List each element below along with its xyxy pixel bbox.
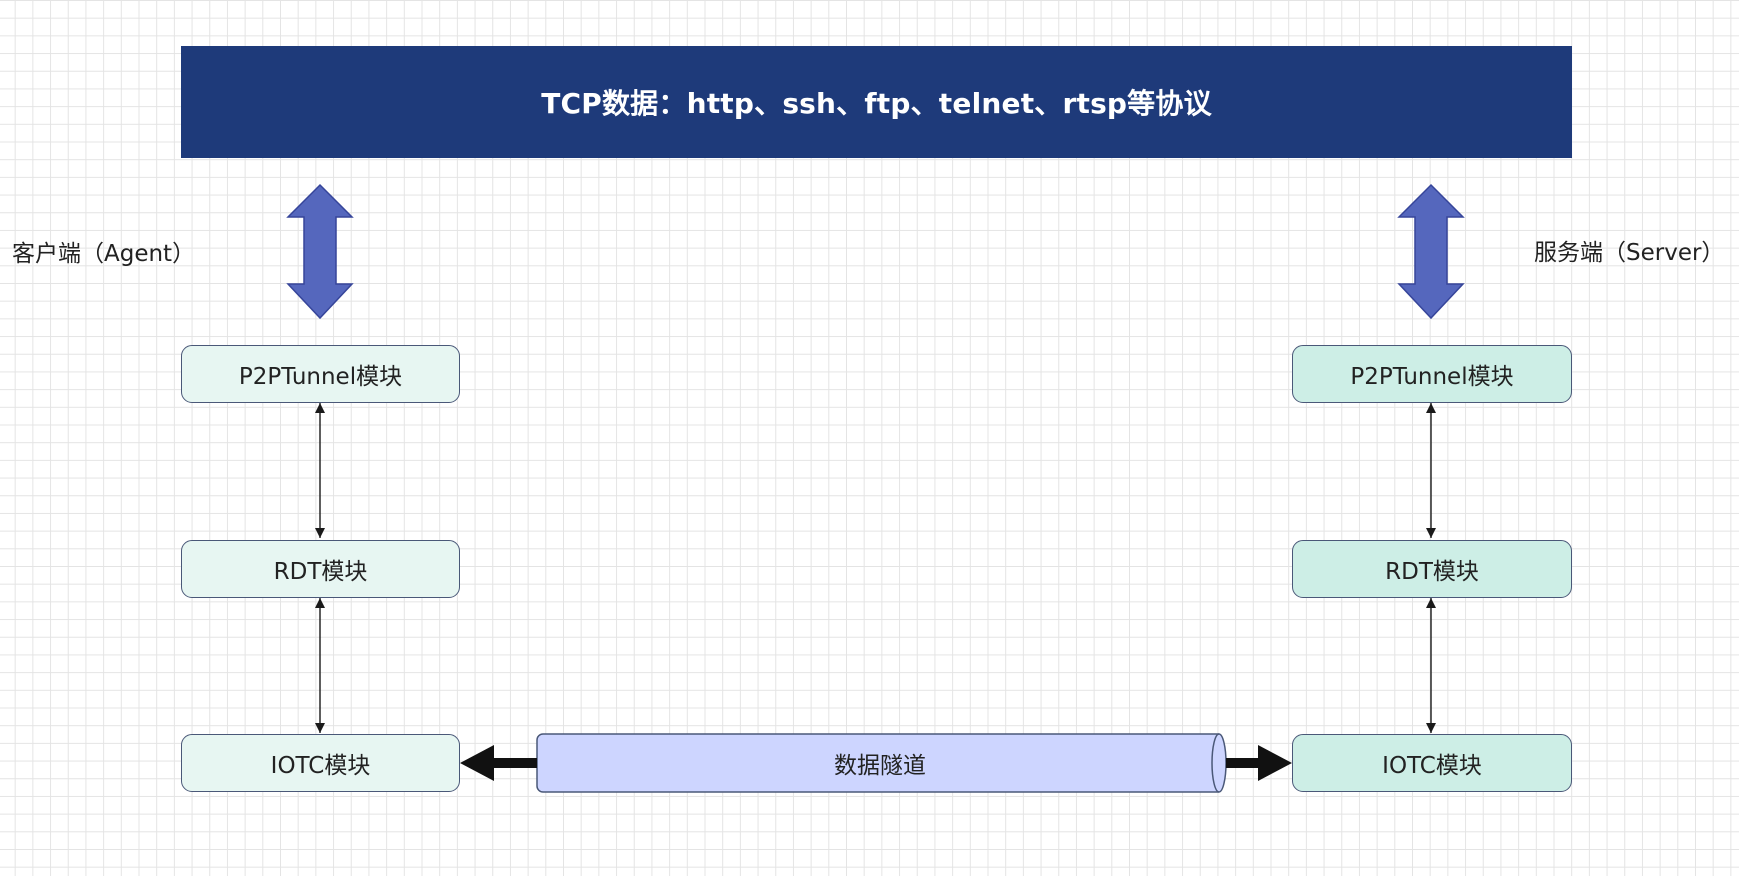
agent-iotc-module: IOTC模块: [181, 734, 460, 792]
tunnel-right-arrow-head: [1258, 745, 1292, 781]
server-iotc-module-label: IOTC模块: [1382, 753, 1482, 779]
server-p2ptunnel-module: P2PTunnel模块: [1292, 345, 1572, 403]
server-rdt-module-label: RDT模块: [1385, 559, 1479, 585]
tunnel-right-arrow-shaft: [1226, 758, 1268, 768]
agent-p2ptunnel-module: P2PTunnel模块: [181, 345, 460, 403]
server-p2ptunnel-module-label: P2PTunnel模块: [1350, 364, 1514, 390]
server-banner-double-arrow: [1397, 183, 1465, 320]
agent-banner-double-arrow: [286, 183, 354, 320]
tunnel-left-arrow-shaft: [490, 758, 537, 768]
agent-rdt-module-label: RDT模块: [273, 559, 368, 585]
tcp-protocols-banner-text: TCP数据：http、ssh、ftp、telnet、rtsp等协议: [541, 87, 1212, 120]
data-tunnel-label: 数据隧道: [834, 753, 926, 779]
tunnel-left-arrow-head: [460, 745, 494, 781]
agent-p2ptunnel-module-label: P2PTunnel模块: [238, 364, 403, 390]
server-label: 服务端（Server）: [1534, 240, 1725, 266]
agent-rdt-module: RDT模块: [181, 540, 460, 598]
agent-label: 客户端（Agent）: [12, 241, 196, 267]
server-rdt-module: RDT模块: [1292, 540, 1572, 598]
tcp-protocols-banner: TCP数据：http、ssh、ftp、telnet、rtsp等协议: [181, 46, 1572, 158]
agent-iotc-module-label: IOTC模块: [270, 753, 371, 779]
server-iotc-module: IOTC模块: [1292, 734, 1572, 792]
